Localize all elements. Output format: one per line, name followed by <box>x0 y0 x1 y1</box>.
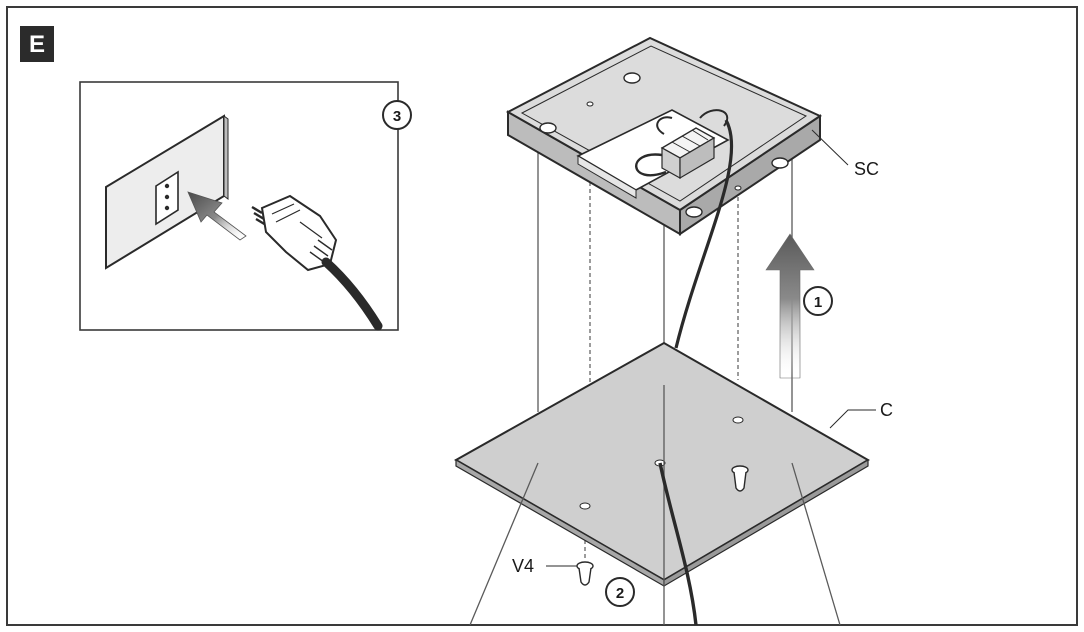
step-2-number: 2 <box>616 585 624 602</box>
label-c: C <box>880 400 893 420</box>
power-cable-lower <box>658 462 698 626</box>
step-2-marker: 2 <box>605 577 635 607</box>
plug-inset: 3 <box>79 81 412 331</box>
screw-upper <box>731 465 749 492</box>
up-arrow-icon <box>765 233 815 379</box>
plug-icon <box>251 194 383 331</box>
step-1-marker: 1 <box>803 286 833 316</box>
step-3-number: 3 <box>393 108 401 125</box>
label-v4: V4 <box>512 556 534 576</box>
plate-c <box>453 341 870 588</box>
wall-socket-icon <box>105 114 229 270</box>
label-sc: SC <box>854 159 879 179</box>
screw-v4 <box>576 561 594 586</box>
step-3-marker: 3 <box>382 100 412 130</box>
suspension-rods <box>469 385 841 626</box>
figure-frame <box>6 6 1078 626</box>
section-letter: E <box>29 31 45 58</box>
canopy-sc <box>505 36 823 236</box>
insert-arrow-icon <box>187 191 247 241</box>
callouts: SC C V4 <box>512 129 893 576</box>
step-1-number: 1 <box>814 294 822 311</box>
power-cable <box>674 119 734 349</box>
section-badge: E <box>20 26 54 62</box>
terminal-block <box>660 127 716 180</box>
